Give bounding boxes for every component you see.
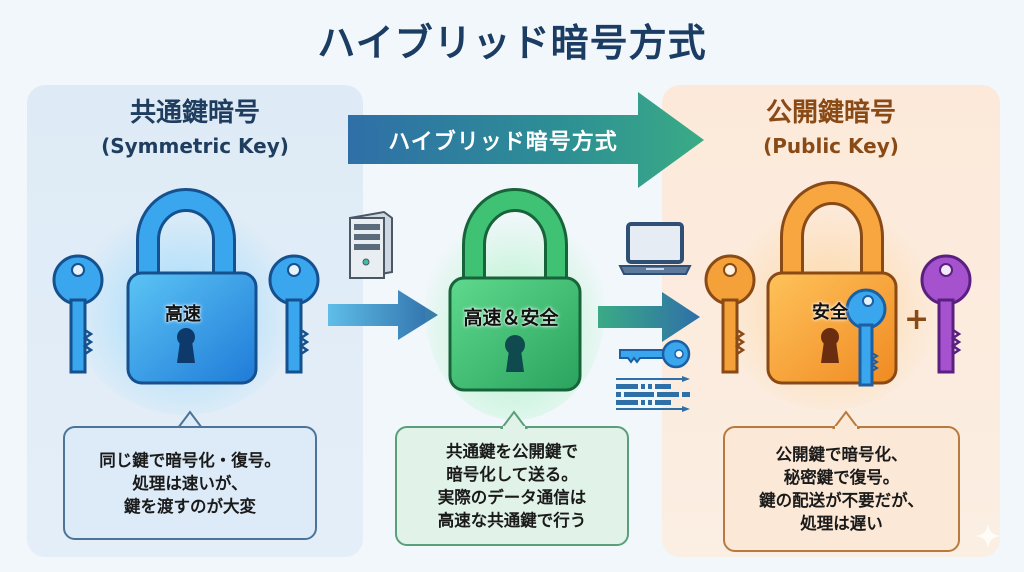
- description-line: 処理は速いが、: [132, 473, 248, 493]
- padlock-icon: [448, 188, 582, 392]
- description-line: 高速な共通鍵で行う: [437, 511, 587, 530]
- key-icon: [845, 288, 887, 387]
- public-key-lock-group: [704, 181, 972, 410]
- description-line: 鍵を渡すのが大変: [124, 496, 256, 516]
- data-stream-icon: [616, 376, 690, 412]
- description-line: 鍵の配送が不要だが、: [759, 491, 924, 510]
- description-line: 処理は遅い: [800, 514, 883, 533]
- laptop-icon: [618, 222, 692, 275]
- arrow-right-icon: [328, 290, 438, 340]
- key-icon: [52, 254, 104, 374]
- description-line: 公開鍵で暗号化、: [775, 445, 908, 464]
- server-icon: [349, 210, 393, 280]
- description-line: 暗号化して送る。: [446, 465, 578, 484]
- page-title: ハイブリッド暗号方式: [317, 21, 707, 65]
- bubble-tail: [832, 410, 860, 430]
- sparkle-icon: [974, 522, 1002, 550]
- bubble-tail: [500, 410, 528, 430]
- symmetric-title: 共通鍵暗号: [129, 98, 260, 128]
- public-key-lock-label: 安全: [812, 302, 848, 323]
- hybrid-description: 共通鍵を公開鍵で 暗号化して送る。 実際のデータ通信は 高速な共通鍵で行う: [395, 426, 629, 546]
- description-line: 実際のデータ通信は: [437, 488, 587, 507]
- padlock-icon: [126, 188, 258, 385]
- symmetric-lock-label: 高速: [165, 304, 201, 325]
- symmetric-description: 同じ鍵で暗号化・復号。 処理は速いが、 鍵を渡すのが大変: [63, 426, 317, 540]
- symmetric-subtitle: (Symmetric Key): [101, 134, 289, 158]
- key-icon: [268, 254, 320, 374]
- arrow-right-icon: [598, 292, 700, 342]
- public-key-description: 公開鍵で暗号化、 秘密鍵で復号。 鍵の配送が不要だが、 処理は遅い: [723, 426, 960, 552]
- public-key-title: 公開鍵暗号: [765, 98, 896, 128]
- hybrid-banner-arrow: [348, 92, 704, 188]
- key-icon: [619, 339, 691, 369]
- description-line: 共通鍵を公開鍵で: [446, 442, 578, 461]
- hybrid-banner-label: ハイブリッド暗号方式: [388, 130, 618, 155]
- description-line: 同じ鍵で暗号化・復号。: [99, 450, 281, 470]
- key-icon: [920, 254, 972, 374]
- hybrid-lock-label: 高速＆安全: [463, 307, 559, 329]
- public-key-subtitle: (Public Key): [763, 134, 899, 158]
- key-icon: [704, 254, 756, 374]
- description-line: 秘密鍵で復号。: [783, 468, 900, 487]
- symmetric-lock-group: [52, 188, 320, 415]
- plus-sign: +: [904, 302, 930, 337]
- hybrid-lock-group: [425, 188, 605, 420]
